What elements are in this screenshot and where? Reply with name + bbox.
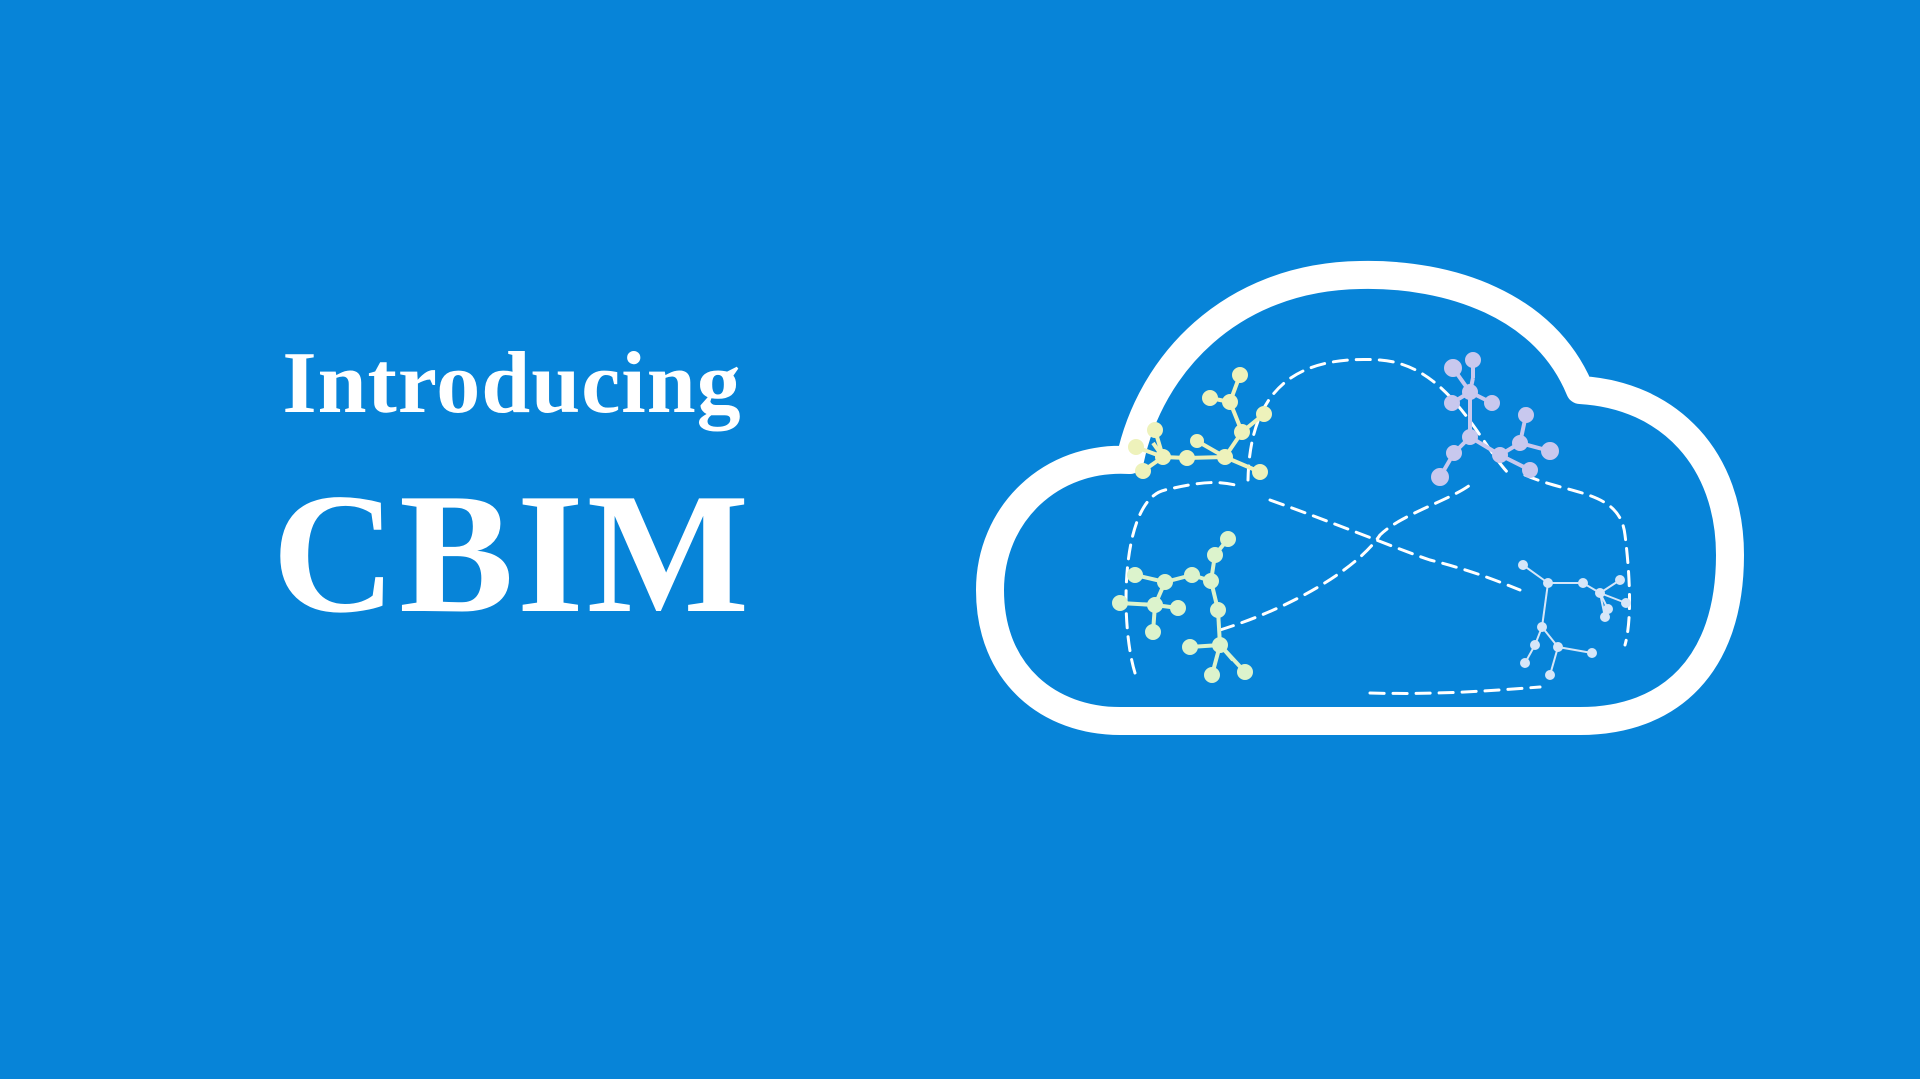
product-name: CBIM bbox=[271, 459, 753, 649]
cloud-outline bbox=[976, 260, 1744, 735]
intro-text: Introducing bbox=[282, 335, 742, 432]
molecule-purple bbox=[1431, 352, 1559, 486]
molecule-green bbox=[1112, 531, 1253, 683]
molecule-yellow bbox=[1128, 367, 1272, 480]
cloud-icon bbox=[976, 260, 1744, 735]
title-block: Introducing CBIM bbox=[252, 335, 772, 649]
molecule-blue bbox=[1518, 560, 1631, 680]
